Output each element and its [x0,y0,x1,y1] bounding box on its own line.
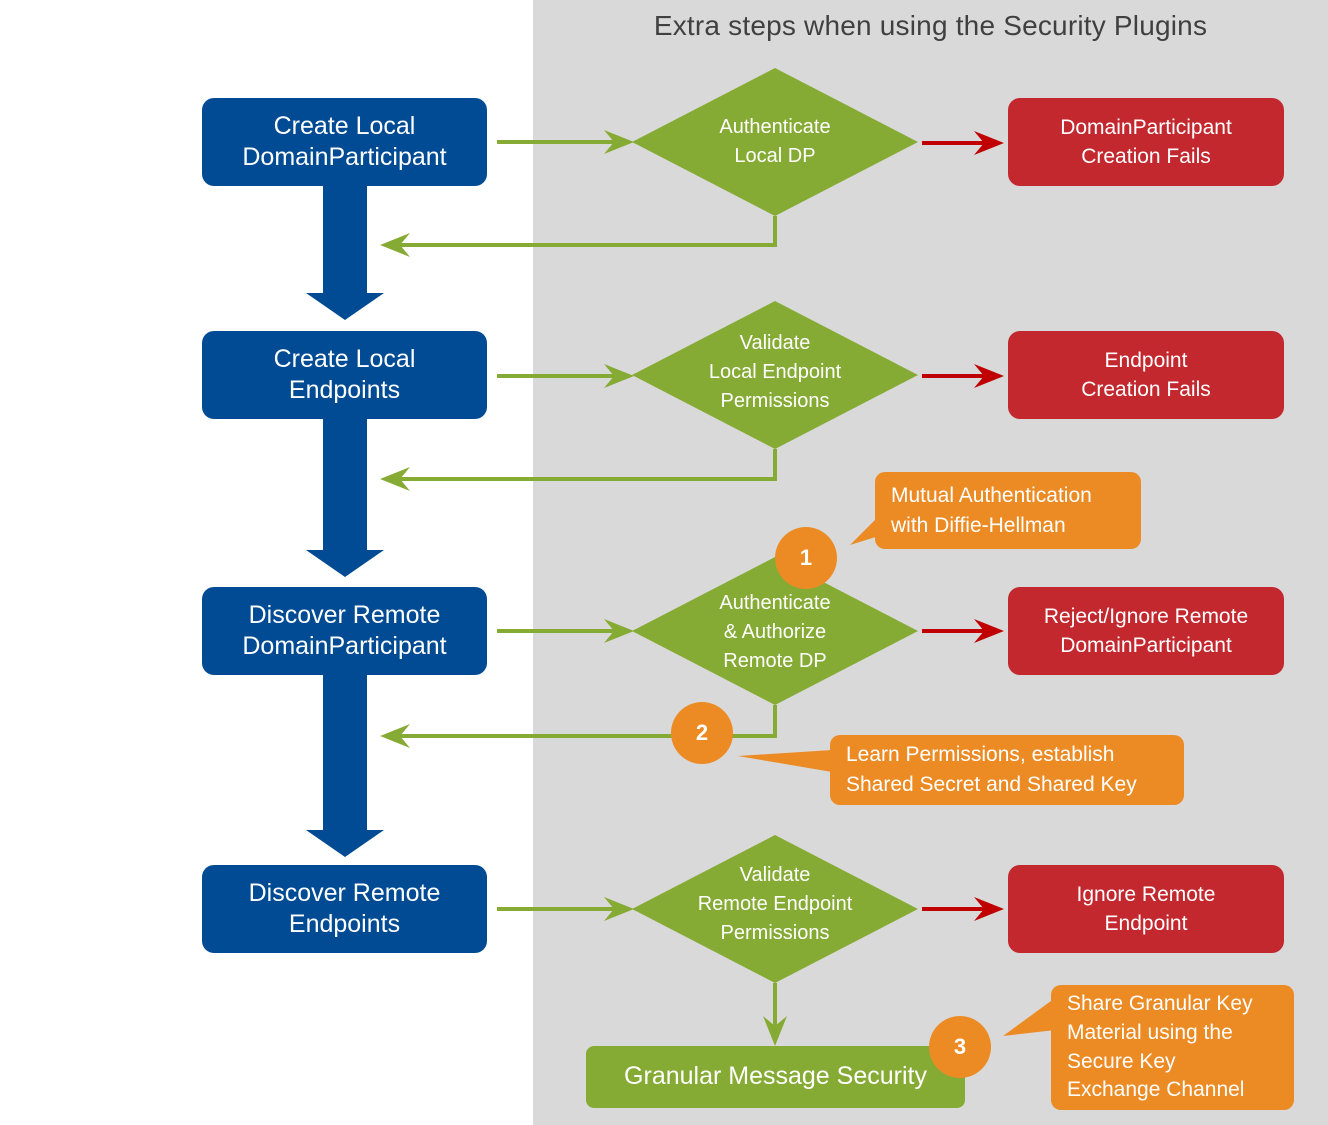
failure-ignore-remote-endpoint[interactable]: Ignore Remote Endpoint [1008,865,1284,953]
check-validate-remote-endpoint: Validate Remote Endpoint Permissions [697,863,853,944]
step-label: Create Local Endpoints [273,344,416,404]
failure-reject-remote-participant[interactable]: Reject/Ignore Remote DomainParticipant [1008,587,1284,675]
step-label: Discover Remote Endpoints [248,878,441,938]
check-validate-local-endpoint: Validate Local Endpoint Permissions [708,331,842,412]
step-create-local-participant[interactable]: Create Local DomainParticipant [202,98,487,186]
callout-2: Learn Permissions, establish Shared Secr… [830,735,1184,805]
failure-label: Reject/Ignore Remote DomainParticipant [1043,604,1249,657]
step-discover-remote-endpoints[interactable]: Discover Remote Endpoints [202,865,487,953]
result-label: Granular Message Security [624,1062,927,1091]
flow-arrow-1 [306,185,384,320]
step-badge-3: 3 [929,1016,991,1078]
result-granular-message-security[interactable]: Granular Message Security [586,1046,965,1108]
check-diamond-1 [632,68,918,216]
step-badge-1: 1 [775,527,837,589]
callout-3: Share Granular Key Material using the Se… [1051,985,1294,1110]
callout-1: Mutual Authentication with Diffie-Hellma… [875,472,1141,549]
step-create-local-endpoints[interactable]: Create Local Endpoints [202,331,487,419]
flow-arrow-2 [306,418,384,577]
check-authenticate-local-dp: Authenticate Local DP [719,116,831,167]
callout-3-tail [1003,998,1055,1036]
step-label: Create Local DomainParticipant [242,111,447,171]
step-label: Discover Remote DomainParticipant [242,600,447,660]
check-diamond-4 [632,835,918,983]
callout-2-tail [738,750,832,772]
panel-title: Extra steps when using the Security Plug… [653,10,1208,41]
failure-participant-creation[interactable]: DomainParticipant Creation Fails [1008,98,1284,186]
failure-label: Ignore Remote Endpoint [1076,882,1216,935]
failure-label: Endpoint Creation Fails [1081,348,1211,401]
failure-label: DomainParticipant Creation Fails [1060,115,1232,168]
failure-endpoint-creation[interactable]: Endpoint Creation Fails [1008,331,1284,419]
step-discover-remote-participant[interactable]: Discover Remote DomainParticipant [202,587,487,675]
check-authenticate-remote-dp: Authenticate & Authorize Remote DP [719,591,831,672]
step-badge-2: 2 [671,702,733,764]
flow-arrow-3 [306,674,384,857]
check-diamond-2 [632,301,918,449]
check-diamond-3 [632,557,918,705]
